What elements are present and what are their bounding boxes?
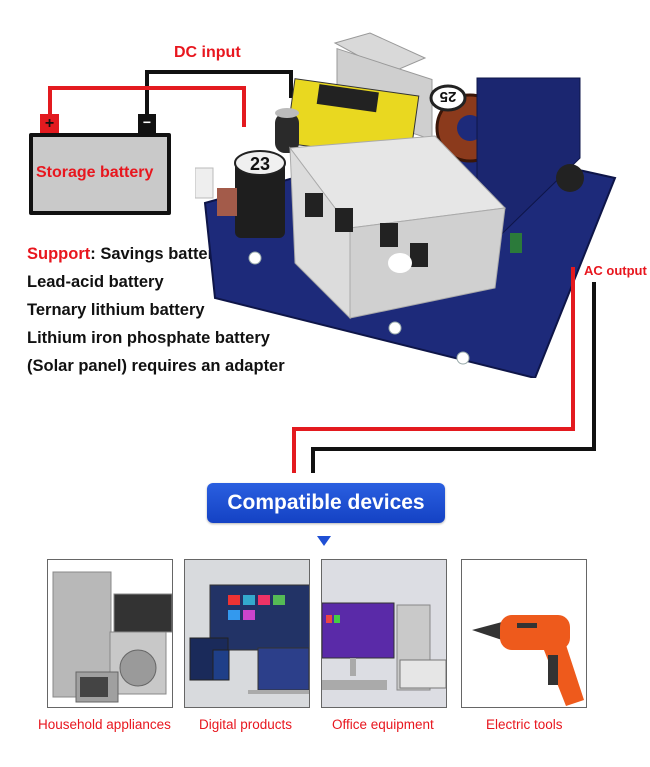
- battery-label: Storage battery: [36, 164, 154, 181]
- storage-battery: [29, 133, 171, 215]
- battery-negative-terminal: −: [138, 114, 156, 133]
- main-heatsink: [289, 135, 507, 320]
- support-line-1: Support: Savings battery: [27, 240, 285, 268]
- dc-positive-wire-v2: [242, 86, 246, 127]
- dc-positive-wire-v1: [48, 86, 52, 115]
- device-caption: Electric tools: [486, 717, 563, 732]
- ac-positive-wire-h: [292, 427, 575, 431]
- support-line: Lead-acid battery: [27, 273, 164, 291]
- dc-positive-wire-h: [48, 86, 246, 90]
- ac-negative-wire-v2: [311, 447, 315, 473]
- capacitor-label-23: 23: [250, 154, 270, 174]
- ac-positive-wire-v1: [571, 267, 575, 431]
- device-caption: Office equipment: [332, 717, 434, 732]
- ac-negative-wire-h: [311, 447, 596, 451]
- battery-positive-terminal: +: [40, 114, 59, 133]
- dc-input-label: DC input: [174, 44, 241, 61]
- capacitor-label-25: 25: [440, 88, 457, 105]
- compatible-devices-banner: Compatible devices: [207, 483, 445, 523]
- inverter-pcb-image: 25 23: [195, 32, 617, 378]
- dc-negative-wire-v2: [289, 70, 293, 98]
- support-first-line: : Savings battery: [90, 245, 224, 263]
- support-line: Lithium iron phosphate battery: [27, 329, 270, 347]
- dc-negative-wire-v1: [145, 70, 149, 115]
- ac-positive-wire-v2: [292, 427, 296, 473]
- supported-batteries-list: Support: Savings battery Lead-acid batte…: [27, 240, 285, 380]
- device-caption: Digital products: [199, 717, 293, 732]
- ac-output-label: AC output: [584, 263, 647, 278]
- arrow-down-icon: [317, 536, 331, 546]
- electric-drill-image: [461, 559, 587, 708]
- dc-negative-wire-h: [145, 70, 293, 74]
- support-prefix: Support: [27, 245, 91, 263]
- ac-negative-wire-v1: [592, 282, 596, 451]
- digital-products-image: [184, 559, 310, 708]
- main-capacitor: 23: [234, 150, 286, 238]
- support-line: Ternary lithium battery: [27, 301, 205, 319]
- household-appliances-image: [47, 559, 173, 708]
- office-equipment-image: [321, 559, 447, 708]
- support-line: (Solar panel) requires an adapter: [27, 357, 285, 375]
- device-caption: Household appliances: [38, 717, 171, 732]
